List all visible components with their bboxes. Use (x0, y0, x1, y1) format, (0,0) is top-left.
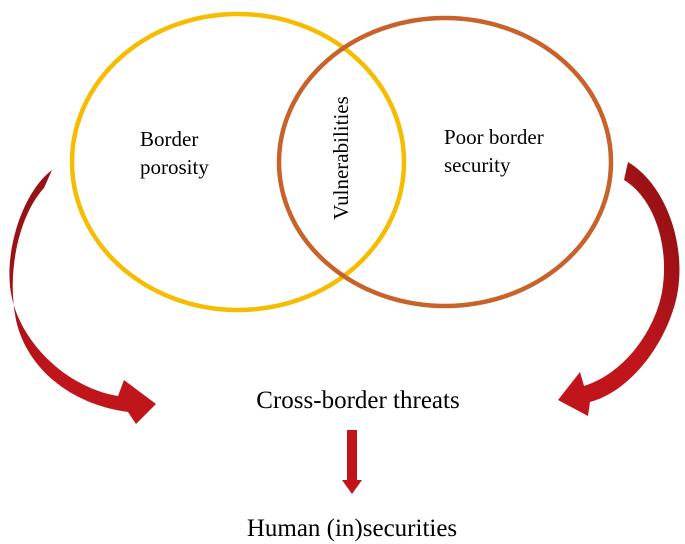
left-curved-arrow (9, 170, 157, 424)
right-curved-arrow (558, 162, 680, 416)
cross-border-threats-label: Cross-border threats (256, 387, 459, 414)
vulnerabilities-label: Vulnerabilities (329, 96, 353, 220)
human-insecurities-label: Human (in)securities (247, 515, 457, 542)
poor-border-security-label-line2: security (444, 153, 511, 177)
border-porosity-label-line2: porosity (140, 155, 209, 179)
down-arrow (342, 430, 362, 494)
border-porosity-circle (69, 11, 407, 313)
border-porosity-label-line1: Border (140, 127, 198, 151)
poor-border-security-label-line1: Poor border (444, 125, 544, 149)
poor-border-security-circle (276, 15, 614, 309)
